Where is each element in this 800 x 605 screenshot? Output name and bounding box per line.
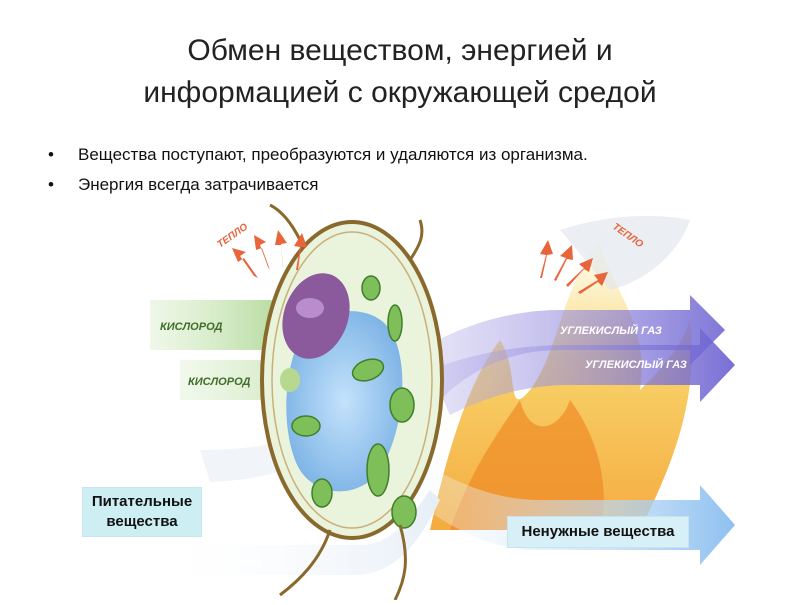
bullet-dot: • — [48, 145, 54, 164]
bullet-text: Вещества поступают, преобразуются и удал… — [78, 145, 588, 164]
bullet-dot: • — [48, 175, 54, 194]
bullet-text: Энергия всегда затрачивается — [78, 175, 319, 194]
co2-arrow — [420, 295, 735, 415]
fuel-label: ТОПЛИВО — [212, 558, 262, 569]
title-line-1: Обмен веществом, энергией и — [187, 34, 613, 67]
bullet-item: • Вещества поступают, преобразуются и уд… — [44, 140, 588, 170]
heat-arrow-icon — [232, 230, 307, 278]
title-line-2: информацией с окружающей средой — [143, 76, 657, 109]
bullet-list: • Вещества поступают, преобразуются и уд… — [44, 140, 588, 200]
bullet-item: • Энергия всегда затрачивается — [44, 170, 588, 200]
oxygen-label-1: КИСЛОРОД — [160, 321, 222, 333]
nutrients-line-1: Питательные — [91, 493, 193, 510]
heat-label-left: ТЕПЛО — [215, 221, 250, 250]
nutrients-line-2: вещества — [106, 513, 178, 530]
co2-label-1: УГЛЕКИСЛЫЙ ГАЗ — [560, 324, 662, 337]
slide-title: Обмен веществом, энергией и информацией … — [0, 30, 800, 114]
waste-label: Ненужные вещества — [507, 516, 689, 548]
oxygen-label-2: КИСЛОРОД — [188, 376, 250, 388]
cell-icon — [260, 203, 444, 601]
nutrients-label: Питательные вещества — [82, 487, 202, 537]
co2-label-2: УГЛЕКИСЛЫЙ ГАЗ — [585, 358, 687, 371]
heat-arrow-icon — [540, 240, 608, 294]
metabolism-diagram: КИСЛОРОД КИСЛОРОД УГЛЕКИСЛЫЙ ГАЗ УГЛЕКИС… — [0, 200, 800, 601]
